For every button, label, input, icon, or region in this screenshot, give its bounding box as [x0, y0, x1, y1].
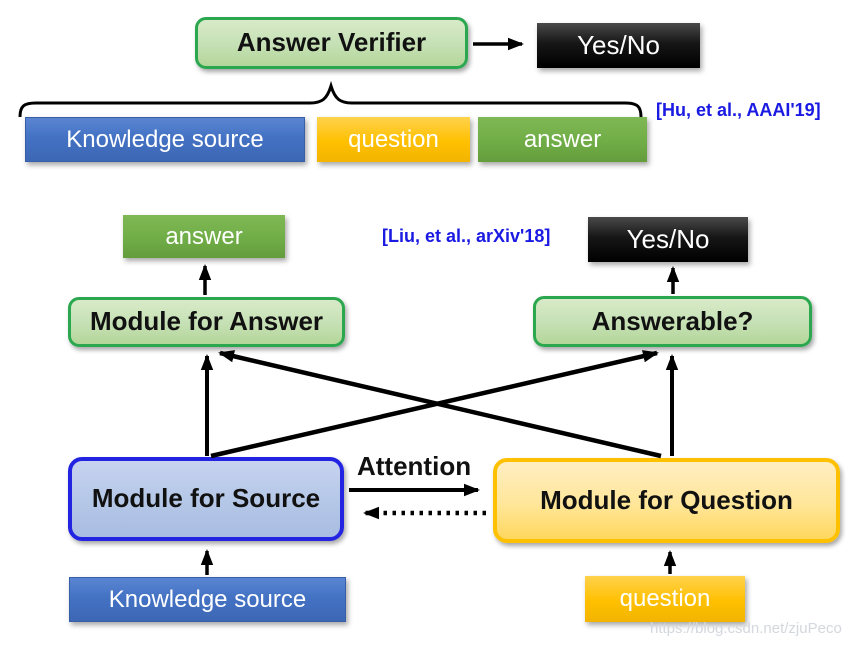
question-input-bottom: question [585, 576, 745, 622]
knowledge-source-input-bottom: Knowledge source [69, 577, 346, 622]
module-for-question-box: Module for Question [493, 458, 840, 543]
arrow-question-to-module-answer [218, 350, 662, 459]
citation-hu-aaai19: [Hu, et al., AAAI'19] [656, 100, 821, 120]
yes-no-box-top: Yes/No [537, 23, 700, 68]
answer-input-top: answer [478, 117, 647, 162]
answerable-box: Answerable? [533, 296, 812, 347]
arrow-source-to-answerable [210, 350, 659, 459]
citation-liu-arxiv18: [Liu, et al., arXiv'18] [382, 226, 551, 246]
knowledge-source-input-top: Knowledge source [25, 117, 305, 162]
question-input-top: question [317, 117, 470, 162]
module-for-source-box: Module for Source [68, 457, 344, 541]
brace-inputs [18, 80, 643, 118]
csdn-watermark: https://blog.csdn.net/zjuPeco [650, 620, 842, 637]
module-for-answer-box: Module for Answer [68, 297, 345, 347]
answer-verifier-box: Answer Verifier [195, 17, 468, 69]
yes-no-box-bottom: Yes/No [588, 217, 748, 262]
answer-output-box: answer [123, 215, 285, 258]
attention-label: Attention [357, 451, 472, 481]
